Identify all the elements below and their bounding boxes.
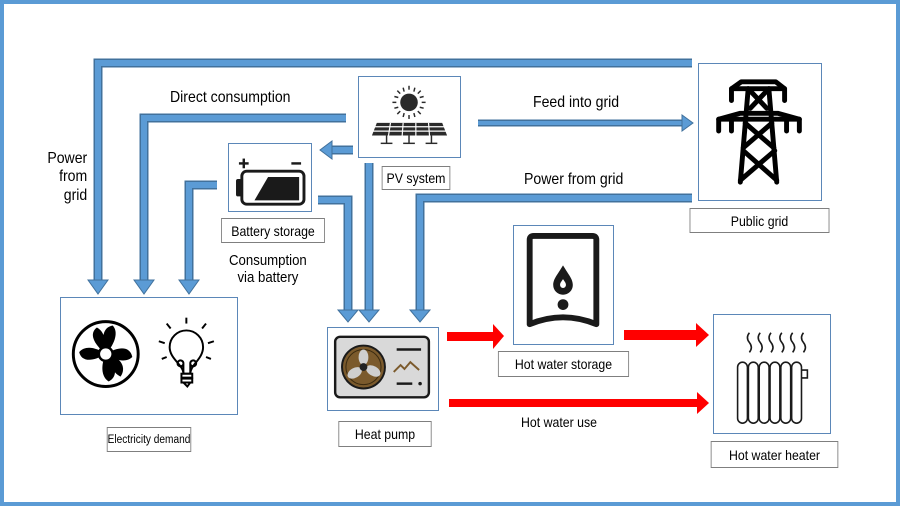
edge-grid-to-demand — [87, 58, 692, 295]
edge-heatpump-to-heater — [449, 392, 709, 414]
solar-panel-icon — [371, 85, 448, 145]
flow-label-line: Consumption — [229, 252, 307, 269]
heat-pump-label: Heat pump — [338, 421, 432, 447]
edge-storage-to-heater — [624, 323, 709, 347]
flow-label-line: Power — [47, 150, 88, 167]
battery-storage-label: Battery storage — [221, 218, 325, 243]
hot-water-storage-node[interactable] — [513, 225, 614, 345]
flow-label-hot-water-use: Hot water use — [521, 414, 598, 430]
public-grid-node[interactable] — [698, 63, 822, 201]
flow-label-consumption-via-battery: Consumption via battery — [229, 252, 307, 287]
lightbulb-icon — [158, 317, 215, 388]
radiator-icon — [736, 332, 809, 424]
hot-water-heater-label: Hot water heater — [710, 441, 839, 468]
flow-label-direct-consumption: Direct consumption — [170, 89, 291, 106]
hot-water-heater-node[interactable] — [713, 314, 831, 434]
edge-battery-to-demand — [178, 180, 217, 295]
electricity-demand-label: Electricity demand — [106, 427, 192, 452]
flow-label-power-from-grid-left: Power from grid — [40, 150, 87, 205]
public-grid-label: Public grid — [689, 208, 830, 233]
steam-icon — [746, 332, 807, 353]
fan-icon — [71, 320, 140, 388]
flow-label-line: via battery — [237, 269, 299, 287]
pv-system-label: PV system — [381, 166, 451, 190]
pv-system-node[interactable] — [358, 76, 461, 158]
edge-pv-to-heatpump — [357, 163, 381, 323]
edge-grid-to-heatpump — [408, 193, 692, 323]
edge-battery-to-heatpump — [318, 195, 360, 323]
flow-label-line: from — [59, 168, 88, 186]
heat-pump-icon — [333, 335, 431, 399]
electricity-demand-node[interactable] — [60, 297, 238, 415]
fan-and-lightbulb-icon — [71, 317, 215, 388]
power-tower-icon — [716, 79, 802, 185]
flow-label-feed-into-grid: Feed into grid — [533, 94, 620, 111]
hot-water-storage-label: Hot water storage — [497, 351, 630, 377]
edge-pv-to-grid — [478, 114, 694, 132]
flow-label-power-from-grid: Power from grid — [524, 171, 624, 188]
battery-icon — [236, 158, 306, 206]
heat-pump-node[interactable] — [327, 327, 439, 411]
edge-pv-to-demand — [133, 113, 346, 295]
edge-heatpump-to-storage — [447, 324, 504, 349]
flow-label-line: grid — [63, 186, 88, 204]
edge-pv-to-battery — [319, 140, 353, 160]
battery-storage-node[interactable] — [228, 143, 312, 212]
water-tank-icon — [526, 233, 600, 328]
